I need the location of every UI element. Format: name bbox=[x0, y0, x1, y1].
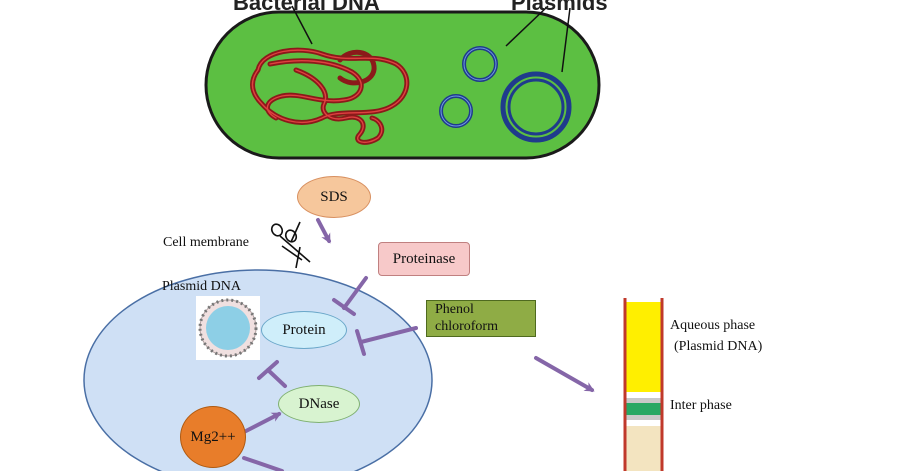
mg-activates-dnase-arrow bbox=[242, 412, 282, 434]
phenol-to-tube-arrow bbox=[534, 356, 595, 392]
protein-label: Protein bbox=[282, 321, 326, 338]
plasmid-small-top bbox=[462, 46, 498, 82]
bacterial-dna-pointer bbox=[291, 5, 313, 45]
proteinase-label: Proteinase bbox=[392, 250, 456, 267]
sds-pill: SDS bbox=[297, 176, 371, 218]
inter-phase-label: Inter phase bbox=[670, 398, 732, 413]
dnase-inhibit-bar bbox=[257, 360, 279, 380]
phenol-chloroform-box: Phenol chloroform bbox=[426, 300, 536, 337]
cell-membrane-label: Cell membrane bbox=[163, 235, 249, 250]
plasmids-pointer-2 bbox=[561, 7, 571, 73]
arrows bbox=[242, 218, 595, 471]
mg-label: Mg2++ bbox=[190, 428, 236, 445]
phenol-label: Phenol bbox=[435, 302, 474, 317]
inhibition-arrows bbox=[257, 276, 418, 388]
plasmid-large bbox=[500, 71, 572, 143]
proteinase-inhibit-bar bbox=[332, 298, 356, 316]
bacterial-dna-label: Bacterial DNA bbox=[233, 0, 380, 15]
lysed-cell bbox=[83, 269, 433, 471]
dnase-inhibit-line bbox=[266, 368, 287, 388]
bacterial-chromosome-inner bbox=[251, 49, 408, 144]
plasmid-dna-icon bbox=[196, 296, 260, 360]
proteinase-box: Proteinase bbox=[378, 242, 470, 276]
aqueous-phase-label: Aqueous phase bbox=[670, 318, 756, 333]
aqueous-plasmid-label: (Plasmid DNA) bbox=[674, 339, 763, 354]
proteinase-inhibit-line bbox=[342, 276, 368, 310]
plasmid-dna-label: Plasmid DNA bbox=[162, 279, 241, 294]
dnase-pill: DNase bbox=[278, 385, 360, 423]
plasmid-small-bottom bbox=[439, 94, 473, 128]
protein-pill: Protein bbox=[261, 311, 347, 349]
lower-arrow bbox=[242, 456, 284, 471]
plasmids-label: Plasmids bbox=[511, 0, 608, 15]
test-tube bbox=[623, 298, 664, 471]
scissors-icon bbox=[270, 221, 311, 269]
chloroform-label: chloroform bbox=[435, 319, 498, 334]
plasmids-pointer-1 bbox=[505, 5, 549, 47]
dnase-label: DNase bbox=[298, 395, 340, 412]
mg-ion: Mg2++ bbox=[180, 406, 246, 468]
bacterium bbox=[204, 10, 601, 160]
sds-arrow bbox=[316, 218, 331, 244]
phenol-inhibit-line bbox=[359, 326, 418, 344]
phenol-inhibit-bar bbox=[355, 329, 366, 356]
sds-label: SDS bbox=[320, 188, 348, 205]
